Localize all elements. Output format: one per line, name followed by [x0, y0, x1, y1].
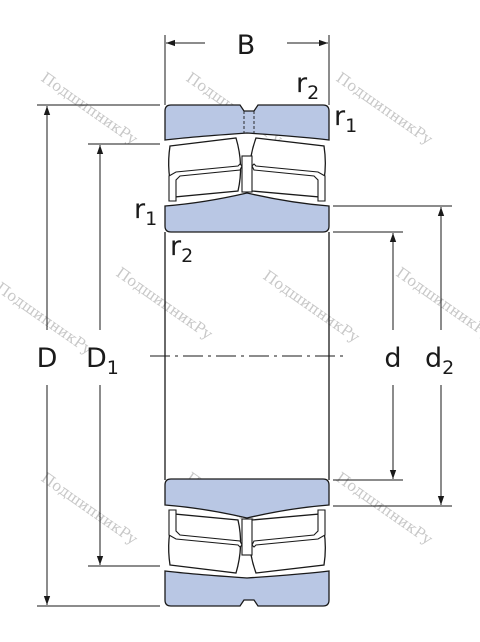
extension-lines: [37, 35, 452, 607]
label-d2-sub: 2: [442, 357, 454, 379]
outer-ring-top: [164, 104, 330, 141]
watermark-6: ПодшипникРу: [260, 267, 364, 347]
cage-left-top: [168, 163, 243, 202]
label-r1-top: r1: [334, 101, 357, 137]
label-r2-left: r2: [170, 231, 193, 267]
watermark-1: ПодшипникРу: [38, 69, 142, 149]
label-D: D: [37, 343, 58, 374]
label-B: B: [237, 30, 256, 61]
label-D1: D1: [86, 343, 119, 379]
cage-right-top: [251, 163, 326, 202]
label-r1-left: r1: [134, 194, 157, 230]
watermark-7: ПодшипникРу: [393, 264, 480, 344]
label-d2: d2: [425, 343, 454, 379]
label-d: d: [384, 343, 401, 374]
bore: [150, 232, 345, 480]
dimension-lines: [43, 39, 445, 605]
label-r1-left-sub: 1: [145, 208, 157, 230]
label-D1-sub: 1: [107, 357, 119, 379]
bearing-section-top: [164, 104, 330, 233]
watermarks: ПодшипникРу ПодшипникРу ПодшипникРу Подш…: [0, 69, 480, 549]
watermark-10: ПодшипникРу: [333, 469, 437, 549]
label-r1-top-sub: 1: [345, 115, 357, 137]
label-r2-top-sub: 2: [307, 82, 319, 104]
roller-left-top: [168, 137, 242, 198]
label-r2-left-sub: 2: [181, 245, 193, 267]
bearing-section-bottom: [164, 478, 330, 607]
labels: B D D1 d d2 r2 r1 r1 r2: [37, 30, 455, 379]
watermark-8: ПодшипникРу: [38, 469, 142, 549]
inner-ring-top: [164, 192, 330, 233]
guide-ring-top: [241, 155, 253, 193]
label-r2-top: r2: [296, 68, 319, 104]
